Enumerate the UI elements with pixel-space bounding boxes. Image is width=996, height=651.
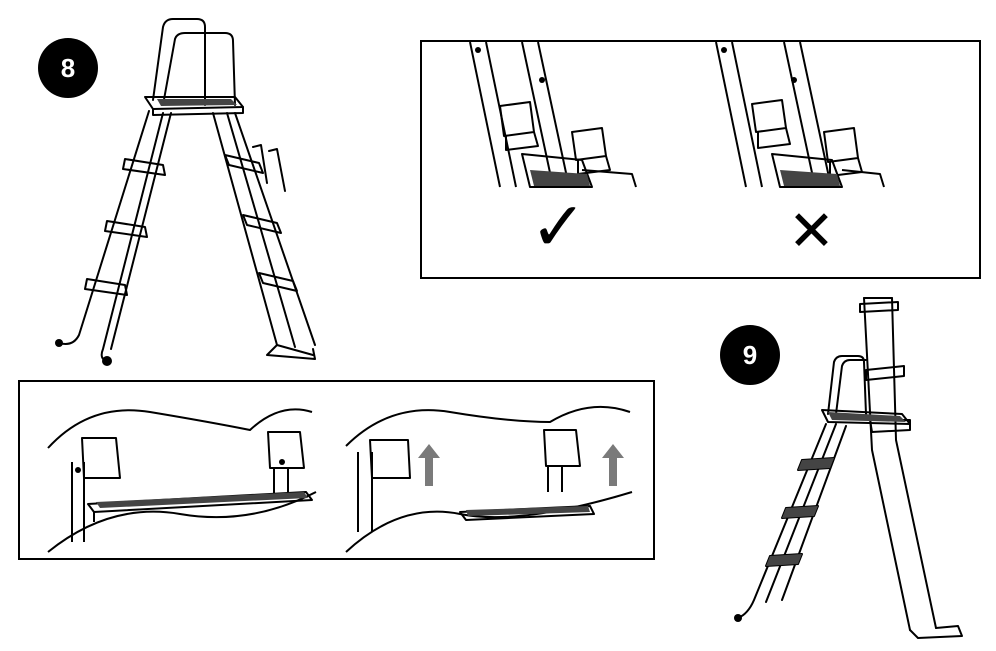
platform-detail-panel [18,380,655,560]
up-arrow-icon [602,444,624,486]
up-arrow-icon [418,444,440,486]
cross-icon: ✕ [788,199,835,264]
ladder-illustration-step-8 [55,18,316,366]
step-8-badge: 8 [38,38,98,98]
step-9-badge: 9 [720,325,780,385]
clip-alignment-panel: ✓ ✕ [420,40,981,279]
step-8-number: 8 [60,52,76,83]
platform-detail-illustration [47,405,633,553]
clip-alignment-detail [469,42,885,188]
ladder-illustration-step-9 [734,297,963,639]
step-9-number: 9 [742,339,758,370]
checkmark-icon: ✓ [530,188,587,267]
